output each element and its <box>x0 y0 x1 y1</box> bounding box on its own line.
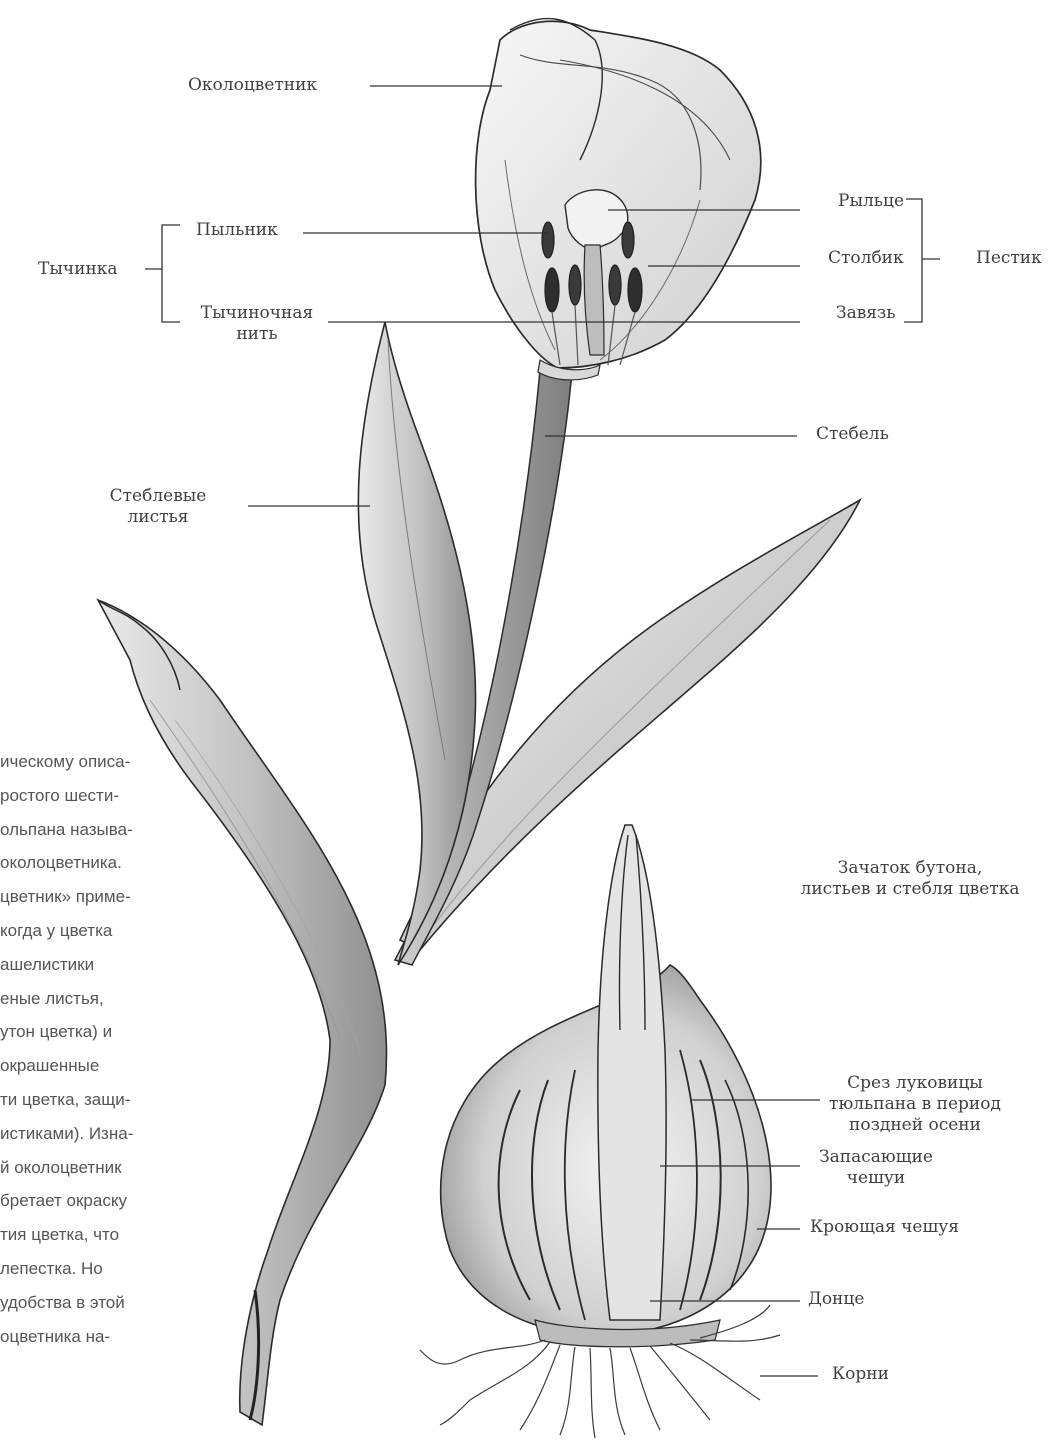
body-text-line: когда у цветка <box>0 914 235 948</box>
bracket-stamen <box>162 225 180 322</box>
label-bulb-line2: тюльпана в период <box>805 1094 1025 1115</box>
label-bud-primordium: Зачаток бутона, листьев и стебля цветка <box>780 858 1040 900</box>
label-stamen: Тычинка <box>38 259 118 280</box>
label-storage-line1: Запасающие <box>806 1147 946 1168</box>
body-text-line: бретает окраску <box>0 1184 235 1218</box>
label-stem-leaves-line2: листья <box>88 507 228 528</box>
label-covering-scale: Кроющая чешуя <box>810 1217 959 1238</box>
label-filament-line2: нить <box>192 324 322 345</box>
label-stem: Стебель <box>816 424 889 445</box>
body-text-line: утон цветка) и <box>0 1015 235 1049</box>
body-text-line: й околоцветник <box>0 1151 235 1185</box>
body-text-line: еные листья, <box>0 982 235 1016</box>
body-text-line: оцветника на- <box>0 1320 235 1354</box>
body-text-line: ростого шести- <box>0 779 235 813</box>
bulb <box>441 825 771 1347</box>
body-text-line: удобства в этой <box>0 1286 235 1320</box>
label-bud-line2: листьев и стебля цветка <box>780 879 1040 900</box>
label-bud-line1: Зачаток бутона, <box>780 858 1040 879</box>
label-stem-leaves: Стеблевые листья <box>88 486 228 528</box>
bracket-pistil <box>904 199 922 322</box>
body-text-line: околоцветника. <box>0 846 235 880</box>
label-storage-scales: Запасающие чешуи <box>806 1147 946 1189</box>
body-text-line: ти цветка, защи- <box>0 1083 235 1117</box>
label-bulb-section: Срез луковицы тюльпана в период поздней … <box>805 1073 1025 1136</box>
body-text-line: ическому описа- <box>0 745 235 779</box>
body-text-line: тия цветка, что <box>0 1218 235 1252</box>
body-text-line: ольпана называ- <box>0 813 235 847</box>
label-filament: Тычиночная нить <box>192 303 322 345</box>
body-text: ическому описа-ростого шести-ольпана наз… <box>0 745 235 1441</box>
label-pistil: Пестик <box>976 248 1042 269</box>
label-basal-plate: Донце <box>808 1289 864 1310</box>
label-perianth: Околоцветник <box>188 75 317 96</box>
label-bulb-line1: Срез луковицы <box>805 1073 1025 1094</box>
label-style: Столбик <box>828 248 904 269</box>
label-ovary: Завязь <box>836 303 896 324</box>
label-stigma: Рыльце <box>838 191 904 212</box>
label-storage-line2: чешуи <box>806 1168 946 1189</box>
label-filament-line1: Тычиночная <box>192 303 322 324</box>
body-text-line: окрашенные <box>0 1049 235 1083</box>
label-stem-leaves-line1: Стеблевые <box>88 486 228 507</box>
body-text-line: цветник» приме- <box>0 880 235 914</box>
body-text-line: ашелистики <box>0 948 235 982</box>
body-text-line: лепестка. Но <box>0 1252 235 1286</box>
label-roots: Корни <box>832 1364 889 1385</box>
label-bulb-line3: поздней осени <box>805 1115 1025 1136</box>
label-anther: Пыльник <box>196 220 278 241</box>
body-text-line: истиками). Изна- <box>0 1117 235 1151</box>
